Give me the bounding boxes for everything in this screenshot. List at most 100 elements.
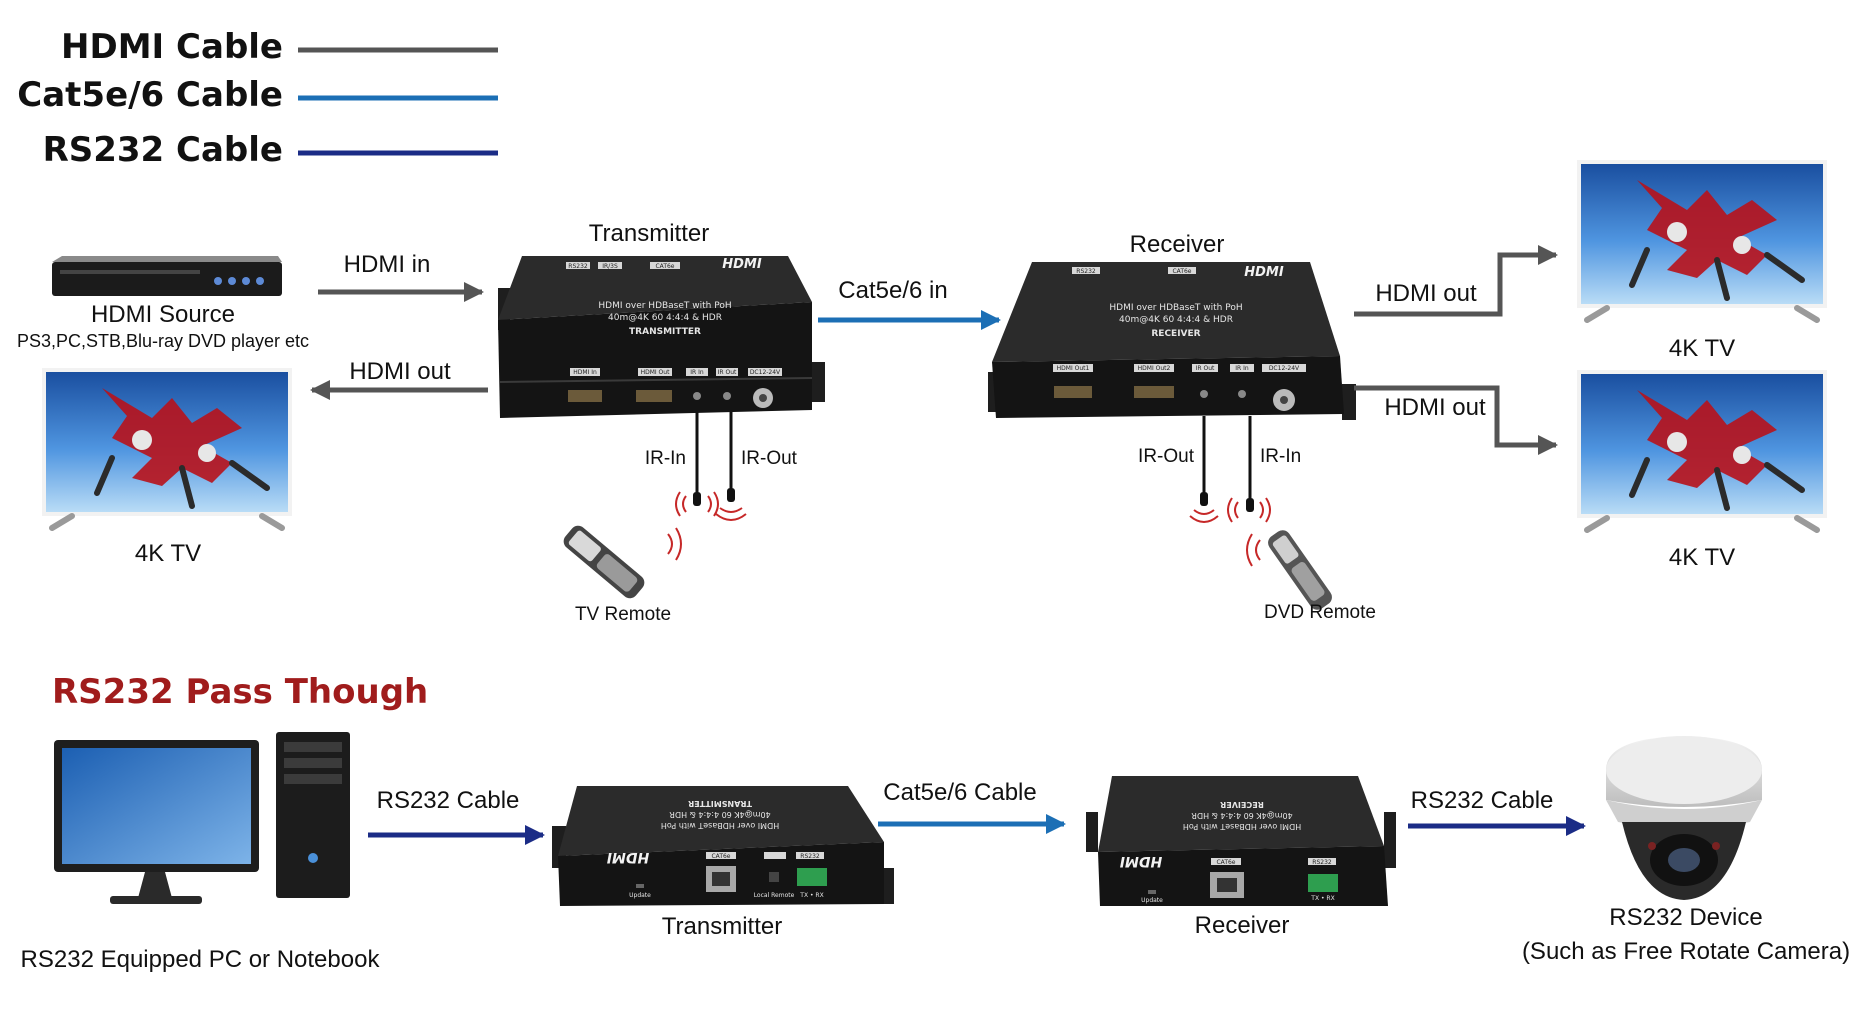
tx-front-port-label-4: IR Out: [718, 369, 737, 376]
bottom-transmitter-device: HDMI over HDBaseT with PoH 40m@4K 60 4:4…: [552, 786, 894, 906]
hdmi-out-right2-arrow: [1354, 385, 1558, 455]
rx-front-port-label-2: HDMI Out2: [1138, 365, 1171, 372]
rx-ir-emitter-head: [1200, 492, 1208, 506]
rx-ir-in-jack: [1238, 390, 1246, 398]
btx-name: TRANSMITTER: [688, 799, 752, 808]
rx-hdmi-out1-port: [1054, 386, 1092, 398]
brx-desc-1: HDMI over HDBaseT with PoH: [1183, 822, 1301, 831]
tx-front-port-label-3: IR In: [690, 369, 704, 376]
transmitter-title: Transmitter: [589, 220, 709, 247]
rx-ir-in-label: IR-In: [1260, 446, 1301, 467]
tx-ir-out-signal-icon: [715, 507, 747, 521]
bottom-receiver-device: HDMI over HDBaseT with PoH 40m@4K 60 4:4…: [1086, 776, 1396, 906]
receiver-device: RS232 CAT6e HDMI HDMI over HDBaseT with …: [988, 262, 1356, 420]
tv-remote-icon: [563, 525, 645, 599]
brx-update-label: Update: [1141, 897, 1163, 904]
tx-desc-2: 40m@4K 60 4:4:4 & HDR: [608, 313, 722, 323]
btx-brand-logo: HDMI: [607, 849, 649, 865]
rs232-cable-left-label: RS232 Cable: [377, 787, 520, 814]
rx-top-port-1: RS232: [1076, 268, 1096, 275]
rs232-cable-right-label: RS232 Cable: [1411, 787, 1554, 814]
tv-right-1: [1577, 160, 1827, 320]
legend-cat-label: Cat5e/6 Cable: [17, 75, 283, 115]
pc-label: RS232 Equipped PC or Notebook: [21, 946, 381, 973]
btx-update-label: Update: [629, 892, 651, 899]
rx-ir-in-signal-icon: [1227, 497, 1239, 523]
tx-ir-in-label: IR-In: [645, 448, 686, 469]
rx-ir-out-label: IR-Out: [1138, 446, 1195, 467]
hdmi-out-right1-arrow: [1354, 245, 1558, 317]
tx-desc-1: HDMI over HDBaseT with PoH: [598, 301, 731, 311]
rs232-device-sublabel: (Such as Free Rotate Camera): [1522, 938, 1850, 965]
tv-right2-label: 4K TV: [1669, 544, 1735, 571]
tx-top-port-2: [598, 262, 622, 269]
hdmi-source-label: HDMI Source: [91, 301, 235, 328]
pc-tower-icon: [276, 732, 350, 898]
tx-ir-receiver-head: [693, 492, 701, 506]
rx-desc-1: HDMI over HDBaseT with PoH: [1109, 303, 1242, 313]
dvd-remote-icon: [1268, 530, 1332, 610]
tv-left: [42, 368, 292, 528]
rx-top-port-2: CAT6e: [1172, 268, 1191, 275]
pc-monitor-icon: [54, 740, 259, 904]
svg-text:CAT6e: CAT6e: [655, 263, 674, 270]
rx-front-port-label-3: IR Out: [1196, 365, 1215, 372]
brx-name: RECEIVER: [1220, 800, 1264, 809]
hdmi-in-label: HDMI in: [344, 251, 431, 278]
tx-hdmi-in-port: [568, 390, 602, 402]
tv-right1-label: 4K TV: [1669, 335, 1735, 362]
tx-front-port-label-2: HDMI Out: [641, 369, 671, 376]
tx-ir-emitter-head: [727, 488, 735, 502]
rx-brand-logo: HDMI: [1244, 265, 1284, 280]
btx-desc-1: HDMI over HDBaseT with PoH: [661, 821, 779, 830]
rs232-device-label: RS232 Device: [1609, 904, 1762, 931]
tx-brand-logo: HDMI: [722, 257, 762, 272]
btx-rs232-terminal: [797, 868, 827, 886]
bottom-transmitter-label: Transmitter: [662, 913, 782, 940]
rx-ir-out-jack: [1200, 390, 1208, 398]
tx-top-port-3: [650, 262, 680, 269]
brx-desc-2: 40m@4K 60 4:4:4 & HDR: [1191, 811, 1293, 820]
rx-name: RECEIVER: [1151, 329, 1200, 339]
cat-cable-label: Cat5e/6 Cable: [883, 779, 1036, 806]
svg-text:IR/3S: IR/3S: [602, 263, 618, 270]
brx-rs232-port-label: RS232: [1312, 859, 1332, 866]
legend-hdmi-label: HDMI Cable: [61, 27, 283, 67]
btx-local-remote-switch: [769, 872, 779, 882]
rx-hdmi-out2-port: [1134, 386, 1174, 398]
tx-ir-out-jack: [723, 392, 731, 400]
btx-txrx-label: TX • RX: [799, 892, 823, 899]
btx-cat-port-label: CAT6e: [711, 853, 730, 860]
brx-brand-logo: HDMI: [1120, 853, 1162, 869]
hdmi-source-sublabel: PS3,PC,STB,Blu-ray DVD player etc: [17, 331, 309, 351]
brx-txrx-label: TX • RX: [1310, 895, 1334, 902]
hdmi-out-left-label: HDMI out: [349, 358, 451, 385]
tx-name: TRANSMITTER: [629, 327, 701, 337]
bottom-receiver-label: Receiver: [1195, 912, 1290, 939]
tx-ir-in-jack: [693, 392, 701, 400]
rx-desc-2: 40m@4K 60 4:4:4 & HDR: [1119, 315, 1233, 325]
dome-camera-icon: [1606, 736, 1762, 900]
receiver-title: Receiver: [1130, 231, 1225, 258]
tx-front-port-label-5: DC12-24V: [750, 369, 781, 376]
cat-in-label: Cat5e/6 in: [838, 277, 947, 304]
rx-front-port-label-4: IR In: [1235, 365, 1249, 372]
tx-ir-out-label: IR-Out: [741, 448, 798, 469]
transmitter-device: RS232 IR/3S CAT6e HDMI HDMI over HDBaseT…: [498, 256, 825, 418]
btx-update-port: [636, 884, 644, 888]
rx-front-port-label-1: HDMI Out1: [1057, 365, 1090, 372]
tv-right-2: [1577, 370, 1827, 530]
btx-rs232-port-label: RS232: [800, 853, 820, 860]
rs232-section-title: RS232 Pass Though: [52, 672, 428, 712]
rx-front-port-label-5: DC12-24V: [1269, 365, 1300, 372]
legend-rs232-label: RS232 Cable: [43, 130, 283, 170]
hdmi-out-right1-label: HDMI out: [1375, 280, 1477, 307]
brx-rs232-terminal: [1308, 874, 1338, 892]
btx-local-remote-label: Local Remote: [754, 892, 795, 899]
tx-ir-in-signal-icon: [675, 491, 687, 517]
tv-remote-label: TV Remote: [575, 604, 671, 625]
svg-text:RS232: RS232: [568, 263, 588, 270]
rx-ir-receiver-head: [1246, 498, 1254, 512]
tv-left-label: 4K TV: [135, 540, 201, 567]
